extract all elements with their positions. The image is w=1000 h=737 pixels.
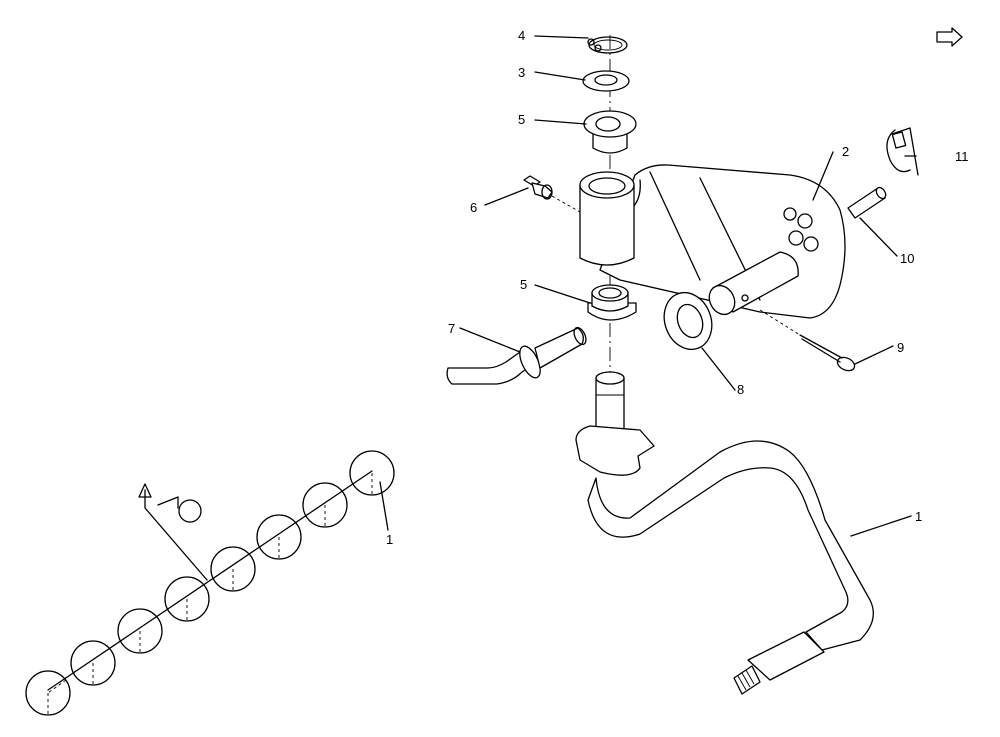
orientation-arrow-icon [936, 27, 963, 47]
callout-4: 4 [518, 28, 525, 43]
callout-9: 9 [897, 340, 904, 355]
circle-chain-detail [25, 450, 395, 716]
callout-3: 3 [518, 65, 525, 80]
callout-1-chain: 1 [386, 532, 393, 547]
part-8-spacer-washer [663, 291, 713, 351]
part-5-upper-bushing [583, 110, 637, 154]
callout-6: 6 [470, 200, 477, 215]
part-10-roll-pin [847, 186, 887, 219]
callout-2: 2 [842, 144, 849, 159]
part-4-retaining-ring [587, 36, 628, 54]
callout-5-lower: 5 [520, 277, 527, 292]
callout-1: 1 [915, 509, 922, 524]
callout-5-upper: 5 [518, 112, 525, 127]
callout-11: 11 [955, 149, 969, 164]
callout-7: 7 [448, 321, 455, 336]
callout-8: 8 [737, 382, 744, 397]
part-5-lower-bushing [587, 284, 637, 321]
part-11-lynch-pin [886, 127, 919, 176]
part-9-cotter-pin [759, 309, 856, 372]
part-3-washer [582, 70, 630, 92]
part-6-grease-fitting [523, 175, 581, 213]
leader-lines [459, 35, 917, 537]
callout-10: 10 [900, 251, 914, 266]
part-1-lever [575, 371, 874, 695]
part-2-pivot-bracket [579, 164, 846, 319]
part-7-handle-pin [446, 326, 587, 385]
